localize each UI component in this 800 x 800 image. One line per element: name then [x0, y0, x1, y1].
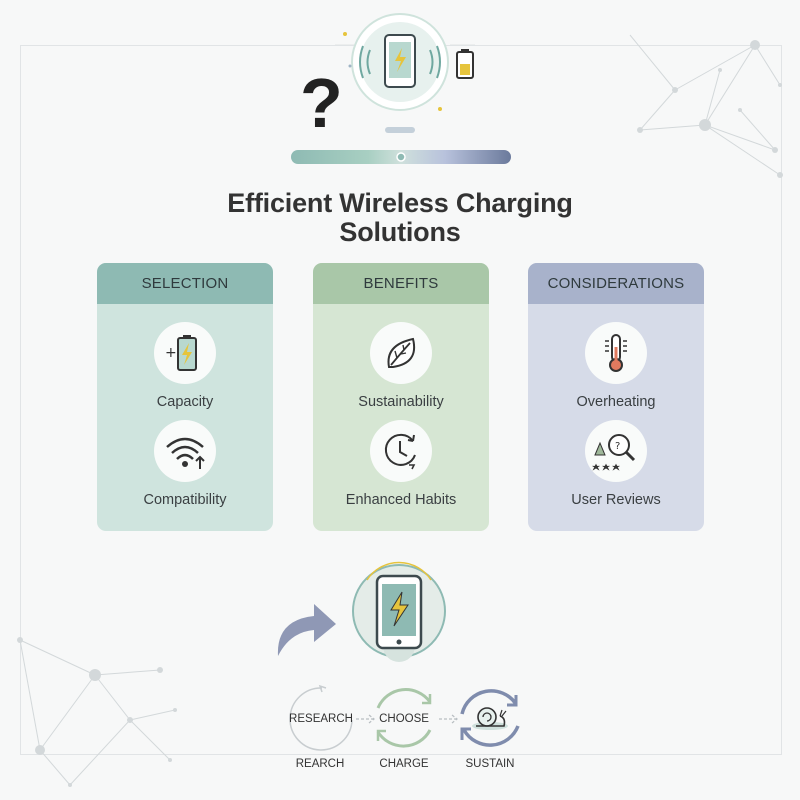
- item-overheating: Overheating: [528, 322, 704, 410]
- battery-icon: [456, 49, 474, 79]
- item-enhanced-habits: Enhanced Habits: [313, 420, 489, 508]
- card-benefits: BENEFITS Sustainability Enhanced Habits: [313, 263, 489, 531]
- hero-phone-illustration: [335, 13, 475, 133]
- item-compatibility: Compatibility: [97, 420, 273, 508]
- card-header-considerations: CONSIDERATIONS: [528, 263, 704, 304]
- step-label-rearch: REARCH: [295, 758, 345, 770]
- item-label-compatibility: Compatibility: [143, 492, 227, 508]
- dashed-arrow-2: [439, 714, 458, 724]
- clock-icon: [370, 420, 432, 482]
- dashed-arrow-1: [356, 714, 375, 724]
- circle-label-choose: CHOOSE: [379, 713, 429, 725]
- item-label-enhanced-habits: Enhanced Habits: [345, 492, 457, 508]
- step-label-charge: CHARGE: [379, 758, 429, 770]
- battery-charge-icon: +: [154, 322, 216, 384]
- card-selection: SELECTION + Capacity Compatibility: [97, 263, 273, 531]
- network-decoration-bottom-left: [17, 637, 177, 787]
- svg-text:?: ?: [615, 441, 620, 452]
- question-mark: ?: [300, 64, 343, 142]
- page-title-line1: Efficient Wireless Charging: [227, 188, 573, 218]
- choose-cycle-icon: [376, 688, 432, 748]
- review-magnifier-icon: ?: [585, 420, 647, 482]
- item-sustainability: Sustainability: [313, 322, 489, 410]
- research-cycle-icon: [289, 684, 353, 751]
- spectrum-bar: [291, 150, 511, 164]
- page-title-line2: Solutions: [339, 217, 461, 247]
- leaf-icon: [370, 322, 432, 384]
- wifi-icon: [154, 420, 216, 482]
- item-label-overheating: Overheating: [576, 394, 656, 410]
- card-header-selection: SELECTION: [97, 263, 273, 304]
- charging-phone-illustration: [352, 561, 446, 662]
- card-considerations: CONSIDERATIONS Overheating ? User Review…: [528, 263, 704, 531]
- card-header-benefits: BENEFITS: [313, 263, 489, 304]
- snail-cycle-icon: [460, 689, 520, 747]
- network-decoration-top-right: [629, 34, 783, 178]
- item-label-capacity: Capacity: [156, 394, 214, 410]
- item-user-reviews: ? User Reviews: [528, 420, 704, 508]
- item-label-user-reviews: User Reviews: [571, 492, 661, 508]
- item-capacity: + Capacity: [97, 322, 273, 410]
- curved-arrow-icon: [277, 604, 336, 656]
- item-label-sustainability: Sustainability: [358, 394, 444, 410]
- svg-text:+: +: [165, 345, 177, 361]
- thermometer-icon: [585, 322, 647, 384]
- circle-label-research: RESEARCH: [289, 713, 353, 725]
- step-label-sustain: SUSTAIN: [465, 758, 515, 770]
